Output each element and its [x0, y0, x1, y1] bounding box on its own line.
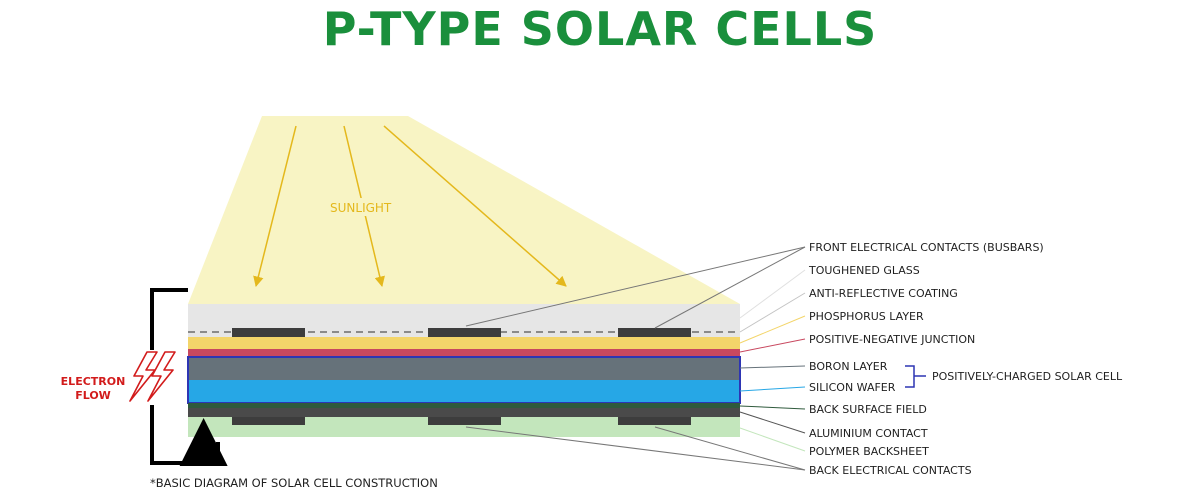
front-contact-2	[428, 328, 501, 337]
leader-lines	[465, 246, 806, 471]
sunlight-ray-3	[383, 125, 567, 287]
label-aluminium-contact: ALUMINIUM CONTACT	[809, 427, 928, 440]
boron-layer	[188, 357, 740, 380]
label-positively-charged-solar-cell: POSITIVELY-CHARGED SOLAR CELL	[932, 370, 1123, 383]
label-silicon-wafer: SILICON WAFER	[809, 381, 896, 394]
sunlight-label-bg	[322, 198, 402, 216]
electron-flow-label-line-2: FLOW	[75, 389, 111, 402]
label-back-surface-field: BACK SURFACE FIELD	[809, 403, 927, 416]
lightning-bolt-icon	[129, 351, 176, 402]
polymer-backsheet-layer	[188, 417, 740, 437]
sunlight-label: SUNLIGHT	[330, 201, 392, 215]
label-phosphorus-layer: PHOSPHORUS LAYER	[809, 310, 924, 323]
label-positive-negative-junction: POSITIVE-NEGATIVE JUNCTION	[809, 333, 975, 346]
label-polymer-backsheet: POLYMER BACKSHEET	[809, 445, 929, 458]
phosphorus-layer	[188, 337, 740, 349]
silicon-wafer-layer	[188, 380, 740, 403]
back-contact-3	[618, 417, 691, 425]
label-back-electrical-contacts: BACK ELECTRICAL CONTACTS	[809, 464, 972, 477]
sunlight-ray-1	[253, 125, 297, 288]
sunlight-beam	[188, 116, 740, 304]
circuit-wire-bottom	[150, 405, 228, 466]
aluminium-contact-layer	[188, 408, 740, 417]
page-title: P-TYPE SOLAR CELLS	[322, 2, 878, 56]
label-boron-layer: BORON LAYER	[809, 360, 888, 373]
label-anti-reflective-coating: ANTI-REFLECTIVE COATING	[809, 287, 958, 300]
pn-junction-layer	[188, 349, 740, 357]
back-contact-2	[428, 417, 501, 425]
electron-flow-label-line-1: ELECTRON	[61, 375, 126, 388]
back-surface-field-layer	[188, 403, 740, 408]
front-contact-1	[232, 328, 305, 337]
back-contact-1	[232, 417, 305, 425]
label-front-electrical-contacts: FRONT ELECTRICAL CONTACTS (BUSBARS)	[809, 241, 1044, 254]
positively-charged-bracket	[905, 365, 926, 388]
footnote: *BASIC DIAGRAM OF SOLAR CELL CONSTRUCTIO…	[150, 476, 438, 490]
label-toughened-glass: TOUGHENED GLASS	[808, 264, 920, 277]
front-contact-3	[618, 328, 691, 337]
circuit-wire-top	[150, 288, 188, 350]
